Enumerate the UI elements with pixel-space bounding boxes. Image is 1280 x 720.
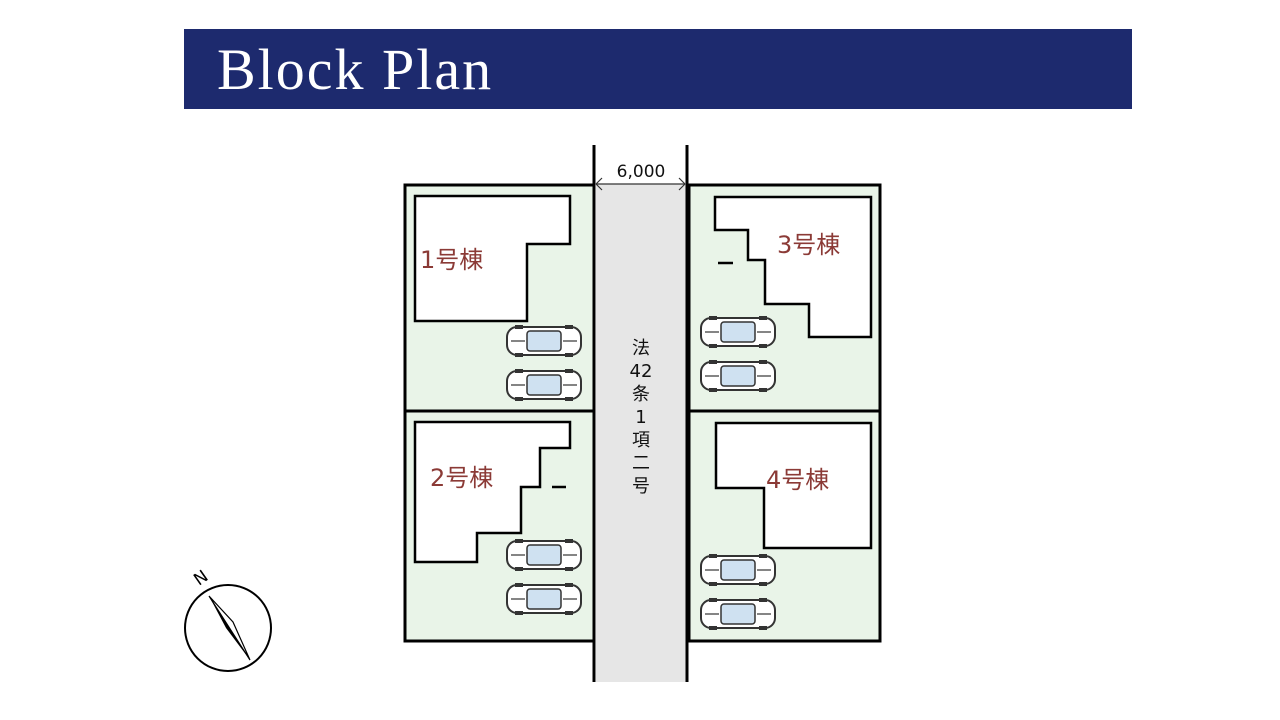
lot-4: 4号棟 [687,409,882,643]
lot-1: 1号棟 [403,183,596,413]
road-label-line: 号 [632,476,650,497]
lot-3-label: 3号棟 [777,231,840,259]
road-label-line: 二 [632,453,650,474]
road-legal-label: 法 42 条 1 項 二 号 [630,338,653,497]
compass-icon: N [184,567,272,672]
house-3-footprint [713,195,873,339]
parking-car-icon [700,553,776,587]
lot-3: 3号棟 [687,183,882,413]
road-label-line: 1 [635,407,646,428]
road-surface [596,184,687,682]
house-1-footprint [413,194,572,323]
parking-car-icon [506,582,582,616]
road-width-label: 6,000 [617,162,666,182]
road-label-line: 法 [632,338,650,359]
dimension-arrow-right [678,177,686,191]
road-label-line: 条 [632,384,650,405]
lot-1-label: 1号棟 [420,246,483,274]
lot-2: 2号棟 [403,409,596,643]
parking-car-icon [700,597,776,631]
title-banner: Block Plan [184,29,1132,109]
parking-car-icon [506,538,582,572]
compass-north-label: N [190,567,212,591]
parking-car-icon [506,368,582,402]
parking-car-icon [506,324,582,358]
house-2-footprint [413,420,572,564]
parking-car-icon [700,315,776,349]
lot-4-label: 4号棟 [766,466,829,494]
road-label-line: 42 [630,361,653,382]
parking-car-icon [700,359,776,393]
road-label-line: 項 [632,430,650,451]
page-title: Block Plan [217,37,494,102]
house-4-footprint [714,421,873,550]
dimension-arrow-left [595,177,603,191]
lot-2-label: 2号棟 [430,464,493,492]
